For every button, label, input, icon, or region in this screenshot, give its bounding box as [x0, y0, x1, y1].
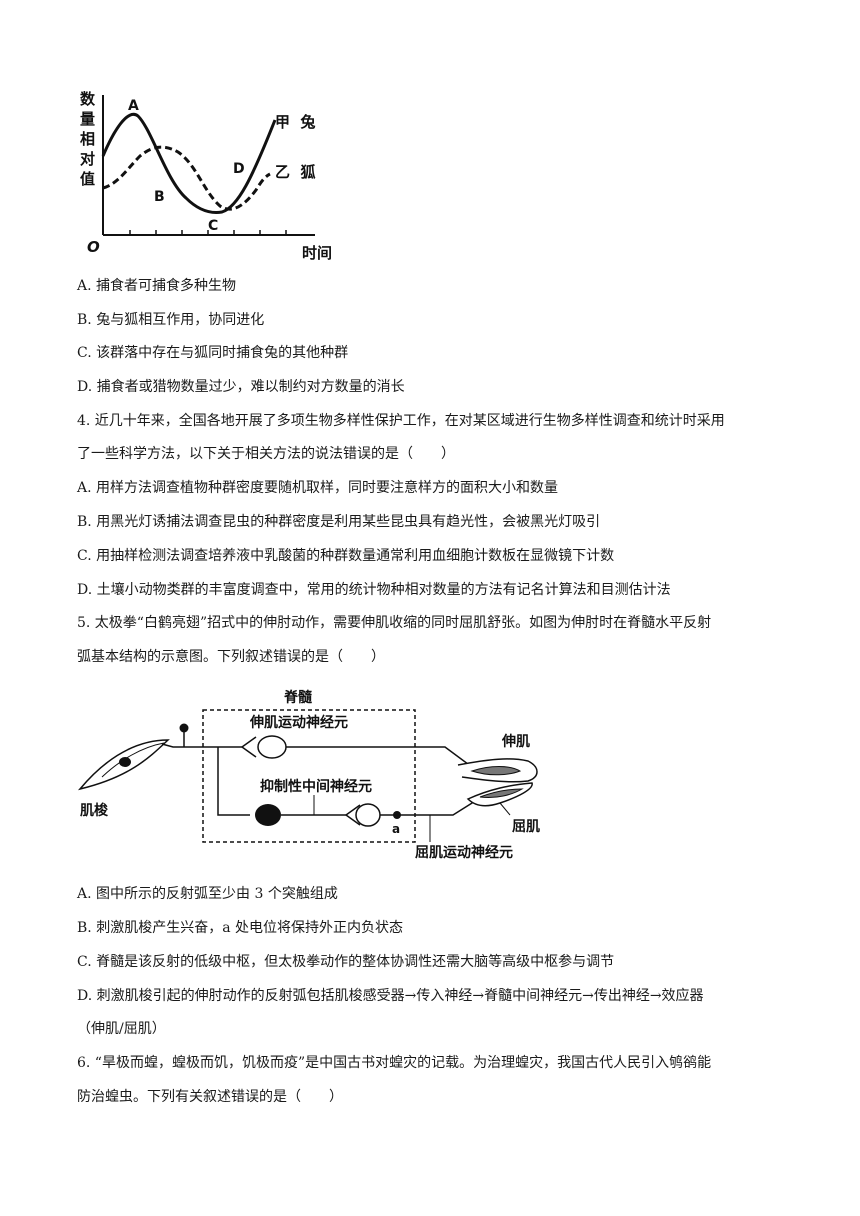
extensor-muscle-shape [470, 766, 522, 776]
flexor-synapse [344, 804, 361, 826]
q6-stem: 6. “旱极而蝗，蝗极而饥，饥极而疫”是中国古书对蝗灾的记载。为治理蝗灾，我国古… [77, 1055, 712, 1071]
q5-stem: 5. 太极拳“白鹤亮翅”招式中的伸肘动作，需要伸肌收缩的同时屈肌舒张。如图为伸肘… [77, 615, 712, 631]
q3-option-d: D. 捕食者或猎物数量过少，难以制约对方数量的消长 [77, 379, 405, 395]
inhibitory-interneuron-label: 抑制性中间神经元 [260, 778, 372, 795]
muscle-spindle-receptor [119, 757, 131, 767]
q5-option-a: A. 图中所示的反射弧至少由 3 个突触组成 [77, 886, 338, 902]
afferent-neuron [161, 743, 242, 748]
y-label-char: 量 [80, 110, 95, 128]
fox-curve [102, 145, 271, 211]
extensor-efferent-axon [286, 746, 481, 774]
reflex-arc-diagram: 脊髓 伸肌运动神经元 抑制性中间神经元 肌梭 a 屈肌运动神经元 伸肌 屈肌 [77, 689, 540, 861]
origin-label: O [87, 238, 100, 256]
flexor-muscle-shape [479, 788, 524, 798]
y-label-char: 对 [80, 150, 95, 168]
y-label-char: 相 [80, 130, 95, 148]
point-label-c: C [208, 218, 218, 234]
point-label-d: D [233, 161, 245, 177]
spinal-cord-label: 脊髓 [283, 689, 313, 706]
extensor-synapse [240, 736, 257, 758]
flexor-motor-neuron-body [355, 803, 381, 827]
q4-option-a: A. 用样方法调查植物种群密度要随机取样，同时要注意样方的面积大小和数量 [77, 480, 559, 496]
population-graph: 数 量 相 对 值 O 时间 A B C D 甲 兔 乙 狐 [80, 90, 332, 262]
y-axis-label: 数 量 相 对 值 [80, 90, 96, 188]
afferent-branch [217, 747, 250, 816]
flexor-label: 屈肌 [512, 819, 540, 835]
extensor-motor-neuron-label: 伸肌运动神经元 [249, 714, 348, 731]
q5-option-d: D. 刺激肌梭引起的伸肘动作的反射弧包括肌梭感受器→传入神经→脊髓中间神经元→传… [77, 988, 704, 1004]
q4-option-c: C. 用抽样检测法调查培养液中乳酸菌的种群数量通常利用血细胞计数板在显微镜下计数 [77, 548, 615, 564]
q4-stem: 了一些科学方法，以下关于相关方法的说法错误的是（ ） [77, 446, 455, 462]
series-label-rabbit: 甲 兔 [275, 113, 315, 131]
q4-option-b: B. 用黑光灯诱捕法调查昆虫的种群密度是利用某些昆虫具有趋光性，会被黑光灯吸引 [77, 514, 601, 530]
point-a-label: a [392, 822, 400, 836]
q5-option-b: B. 刺激肌梭产生兴奋，a 处电位将保持外正内负状态 [77, 920, 403, 936]
y-label-char: 值 [80, 170, 95, 188]
q4-stem: 4. 近几十年来，全国各地开展了多项生物多样性保护工作，在对某区域进行生物多样性… [77, 413, 725, 429]
afferent-soma [179, 723, 189, 733]
q3-option-c: C. 该群落中存在与狐同时捕食兔的其他种群 [77, 345, 349, 361]
spinal-cord-box [202, 709, 416, 843]
flexor-pointer [499, 802, 511, 816]
q3-option-b: B. 兔与狐相互作用，协同进化 [77, 312, 265, 328]
series-label-fox: 乙 狐 [275, 163, 315, 181]
point-a-marker [393, 811, 401, 819]
q5-option-c: C. 脊髓是该反射的低级中枢，但太极拳动作的整体协调性还需大脑等高级中枢参与调节 [77, 954, 615, 970]
point-label-b: B [154, 189, 165, 205]
interneuron-body [255, 804, 281, 826]
q4-option-d: D. 土壤小动物类群的丰富度调查中，常用的统计物种相对数量的方法有记名计算法和目… [77, 582, 671, 598]
q5-option-d-continuation: （伸肌/屈肌） [77, 1021, 166, 1037]
muscle-spindle-label: 肌梭 [80, 802, 109, 819]
q6-stem: 防治蝗虫。下列有关叙述错误的是（ ） [77, 1089, 343, 1105]
q3-option-a: A. 捕食者可捕食多种生物 [77, 278, 237, 294]
rabbit-curve [101, 112, 277, 214]
extensor-motor-neuron-body [257, 735, 287, 759]
point-label-a: A [128, 98, 139, 114]
extensor-label: 伸肌 [501, 733, 530, 750]
x-axis-ticks [129, 230, 287, 235]
x-axis-label: 时间 [302, 244, 332, 262]
flexor-motor-neuron-label: 屈肌运动神经元 [415, 844, 513, 861]
q5-stem: 弧基本结构的示意图。下列叙述错误的是（ ） [77, 649, 385, 665]
muscle-spindle-inner [101, 742, 165, 778]
y-label-char: 数 [80, 90, 96, 108]
